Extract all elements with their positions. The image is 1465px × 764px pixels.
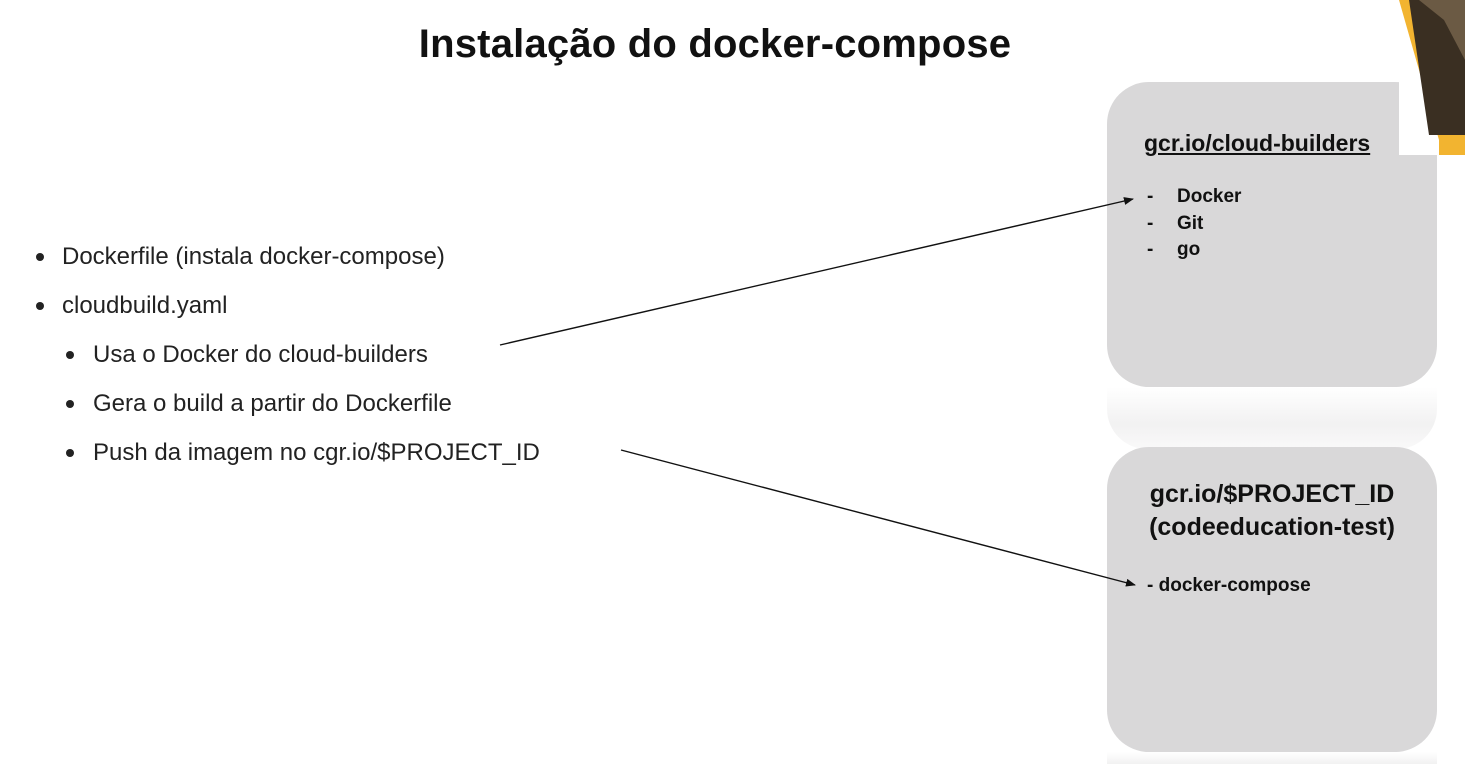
bullet-dot-icon (66, 400, 74, 408)
project-registry-item: - docker-compose (1147, 575, 1311, 596)
bullet-text: Usa o Docker do cloud-builders (93, 341, 428, 368)
dash-marker: - (1147, 186, 1154, 207)
cloud-builders-list: - Docker - Git - go (1147, 184, 1241, 264)
slide-title: Instalação do docker-compose (418, 22, 1012, 66)
box-reflection (1107, 752, 1437, 764)
sub-bullet-item: Gera o build a partir do Dockerfile (34, 379, 540, 428)
box-reflection (1107, 387, 1437, 449)
bullet-text: Gera o build a partir do Dockerfile (93, 390, 452, 417)
bullet-dot-icon (36, 302, 44, 310)
project-registry-title: gcr.io/$PROJECT_ID (codeeducation-test) (1107, 478, 1437, 544)
list-item-text: go (1177, 239, 1201, 260)
bullet-dot-icon (66, 449, 74, 457)
list-item-text: Git (1177, 212, 1204, 234)
bullet-item: Dockerfile (instala docker-compose) (34, 232, 540, 281)
bullet-list: Dockerfile (instala docker-compose) clou… (34, 232, 540, 477)
corner-decoration-icon (1399, 0, 1465, 155)
arrow-to-project-registry (620, 449, 1136, 587)
bullet-dot-icon (66, 351, 74, 359)
bullet-dot-icon (36, 253, 44, 261)
cloud-builders-title: gcr.io/cloud-builders (1144, 130, 1371, 156)
bullet-text: cloudbuild.yaml (62, 292, 228, 319)
sub-bullet-item: Push da imagem no cgr.io/$PROJECT_ID (34, 428, 540, 477)
project-registry-title-line2: (codeeducation-test) (1149, 513, 1395, 541)
list-item-text: Docker (1177, 186, 1242, 207)
list-item: - Docker (1147, 184, 1241, 211)
project-registry-box (1107, 447, 1437, 752)
arrow-to-cloud-builders (499, 197, 1134, 346)
project-registry-title-line1: gcr.io/$PROJECT_ID (1149, 480, 1395, 508)
bullet-text: Push da imagem no cgr.io/$PROJECT_ID (93, 439, 540, 466)
dash-marker: - (1147, 212, 1154, 234)
dash-marker: - (1147, 239, 1154, 260)
bullet-text: Dockerfile (instala docker-compose) (62, 243, 445, 270)
cloud-builders-box (1107, 82, 1437, 387)
bullet-item: cloudbuild.yaml (34, 281, 540, 330)
sub-bullet-item: Usa o Docker do cloud-builders (34, 330, 540, 379)
list-item: - go (1147, 237, 1241, 264)
list-item: - Git (1147, 211, 1241, 238)
